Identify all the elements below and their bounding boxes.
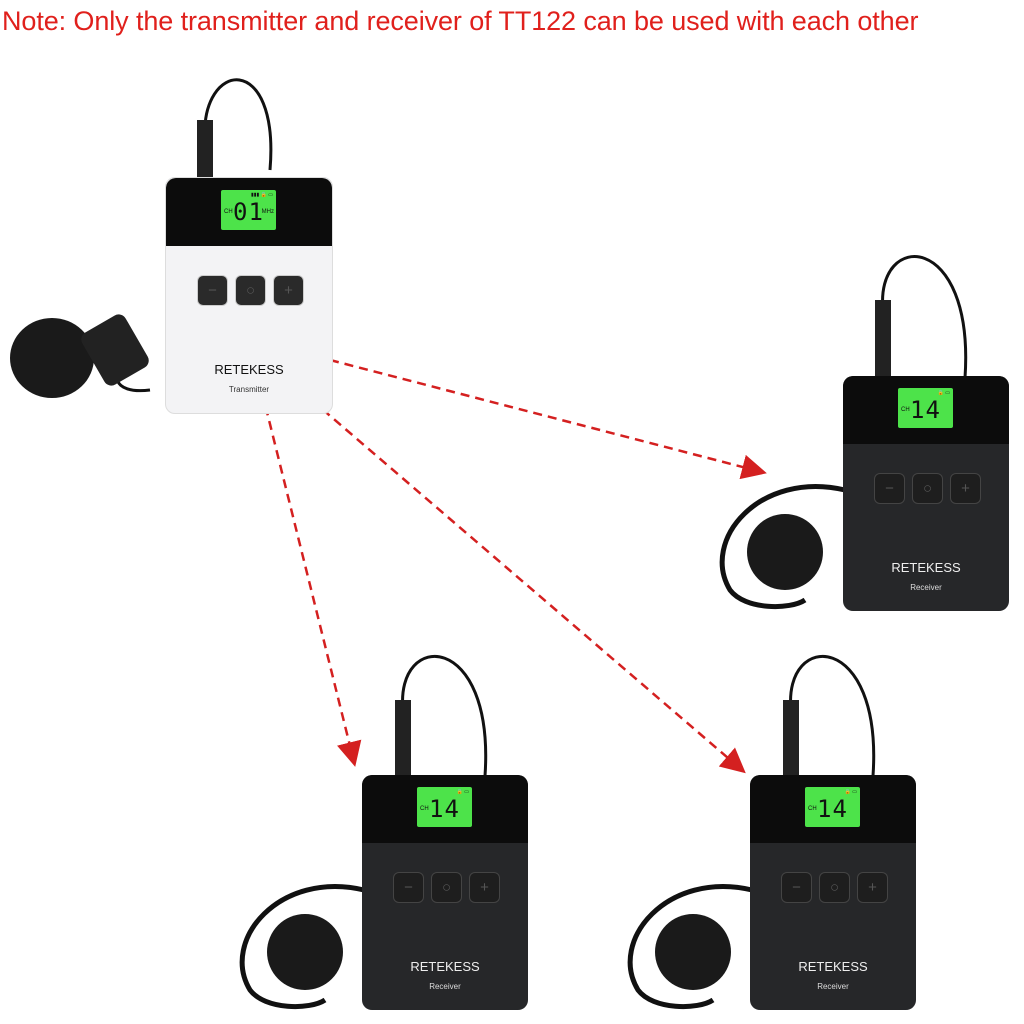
lcd-channel: 14	[817, 795, 848, 823]
lcd-display: 🔒 ▭ CH 14	[898, 388, 953, 428]
ear-hooks	[239, 484, 846, 1010]
lcd-ch-label: CH	[420, 806, 429, 812]
receiver-device: 🔒 ▭ CH 14 − ○ + RETEKESS Receiver	[750, 775, 916, 1010]
power-button[interactable]: ○	[820, 873, 849, 902]
minus-button[interactable]: −	[394, 873, 423, 902]
plus-button[interactable]: +	[274, 276, 303, 305]
lcd-ch-label: CH	[224, 209, 233, 215]
lcd-ch-label: CH	[808, 806, 817, 812]
plus-button[interactable]: +	[951, 474, 980, 503]
receiver-cables	[401, 255, 968, 777]
device-label: Receiver	[429, 982, 461, 991]
receiver-device: 🔒 ▭ CH 14 − ○ + RETEKESS Receiver	[843, 376, 1009, 611]
brand-logo: RETEKESS	[410, 959, 480, 974]
lcd-display: 🔒 ▭ CH 14	[417, 787, 472, 827]
receiver-device: 🔒 ▭ CH 14 − ○ + RETEKESS Receiver	[362, 775, 528, 1010]
lcd-unit: MHz	[261, 209, 274, 215]
plus-button[interactable]: +	[470, 873, 499, 902]
minus-button[interactable]: −	[198, 276, 227, 305]
brand-logo: RETEKESS	[214, 362, 284, 377]
ear-pads	[267, 514, 823, 990]
lcd-indicators: 🔒 ▭	[937, 390, 950, 396]
mic-clip	[81, 314, 149, 386]
lcd-channel: 14	[910, 396, 941, 424]
transmitter-device: ▮▮▮ 🔒 ▭ CH 01 MHz − ○ + RETEKESS Transmi…	[165, 177, 333, 414]
power-button[interactable]: ○	[913, 474, 942, 503]
plus-button[interactable]: +	[858, 873, 887, 902]
brand-logo: RETEKESS	[891, 560, 961, 575]
arrow-to-receiver-1	[329, 358, 767, 480]
power-button[interactable]: ○	[432, 873, 461, 902]
lcd-channel: 01	[233, 198, 264, 226]
arrow-to-receiver-2	[260, 391, 362, 767]
lcd-channel: 14	[429, 795, 460, 823]
power-button[interactable]: ○	[236, 276, 265, 305]
signal-arrows	[260, 358, 767, 774]
brand-logo: RETEKESS	[798, 959, 868, 974]
microphone-foam-icon	[10, 318, 94, 398]
device-label: Receiver	[817, 982, 849, 991]
lcd-indicators: ▮▮▮ 🔒 ▭	[251, 192, 273, 198]
arrow-to-receiver-3	[299, 389, 746, 774]
lcd-display: ▮▮▮ 🔒 ▭ CH 01 MHz	[221, 190, 276, 230]
device-label: Transmitter	[228, 385, 270, 394]
lcd-indicators: 🔒 ▭	[456, 789, 469, 795]
note-text: Note: Only the transmitter and receiver …	[2, 6, 919, 36]
jack-plug	[197, 120, 213, 178]
minus-button[interactable]: −	[875, 474, 904, 503]
lcd-indicators: 🔒 ▭	[844, 789, 857, 795]
device-label: Receiver	[910, 583, 942, 592]
minus-button[interactable]: −	[782, 873, 811, 902]
lcd-ch-label: CH	[901, 407, 910, 413]
lcd-display: 🔒 ▭ CH 14	[805, 787, 860, 827]
